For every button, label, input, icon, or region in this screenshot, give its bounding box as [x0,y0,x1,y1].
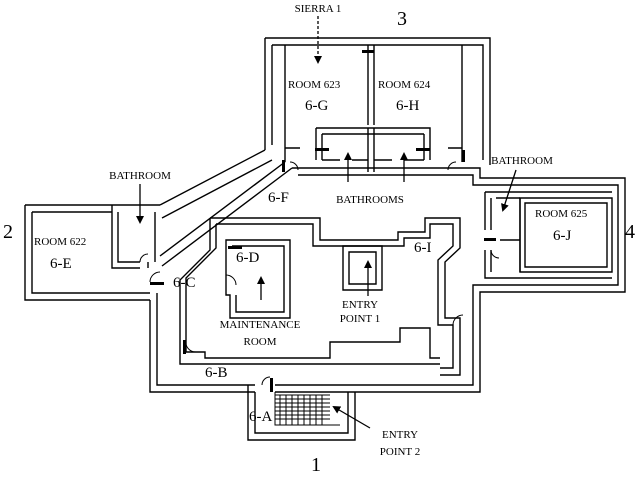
zone-6-b: 6-B [205,365,228,381]
zone-6-a: 6-A [249,409,272,425]
maintenance-room-label-line1: MAINTENANCE [220,319,301,331]
room-624-code: 6-H [396,98,419,114]
side-number-1: 1 [311,454,321,476]
room-623-label: ROOM 623 [288,79,341,91]
entry-point-2-label-line1: ENTRY [382,429,418,441]
doors [139,50,500,392]
sierra-label: SIERRA 1 [295,3,342,15]
bathroom-left-label: BATHROOM [109,170,171,182]
stairs [274,392,340,426]
side-number-2: 2 [3,221,13,243]
side-number-4: 4 [625,221,635,243]
arrows [136,16,517,429]
room-625-code: 6-J [553,228,571,244]
zone-6-i: 6-I [414,240,432,256]
room-623-code: 6-G [305,98,328,114]
room-622-label: ROOM 622 [34,236,86,248]
bathrooms-label: BATHROOMS [336,194,404,206]
maintenance-room-label-line2: ROOM [243,336,276,348]
entry-point-1-label-line2: POINT 1 [340,313,380,325]
room-624-label: ROOM 624 [378,79,431,91]
zone-6-d: 6-D [236,250,259,266]
zone-6-f: 6-F [268,190,289,206]
room-622-code: 6-E [50,256,72,272]
zone-6-c: 6-C [173,275,196,291]
room-625-label: ROOM 625 [535,208,588,220]
bathroom-right-label: BATHROOM [491,155,553,167]
side-number-3: 3 [397,8,407,30]
entry-point-1-label-line1: ENTRY [342,299,378,311]
walls [24,37,626,441]
entry-point-2-label-line2: POINT 2 [380,446,420,458]
